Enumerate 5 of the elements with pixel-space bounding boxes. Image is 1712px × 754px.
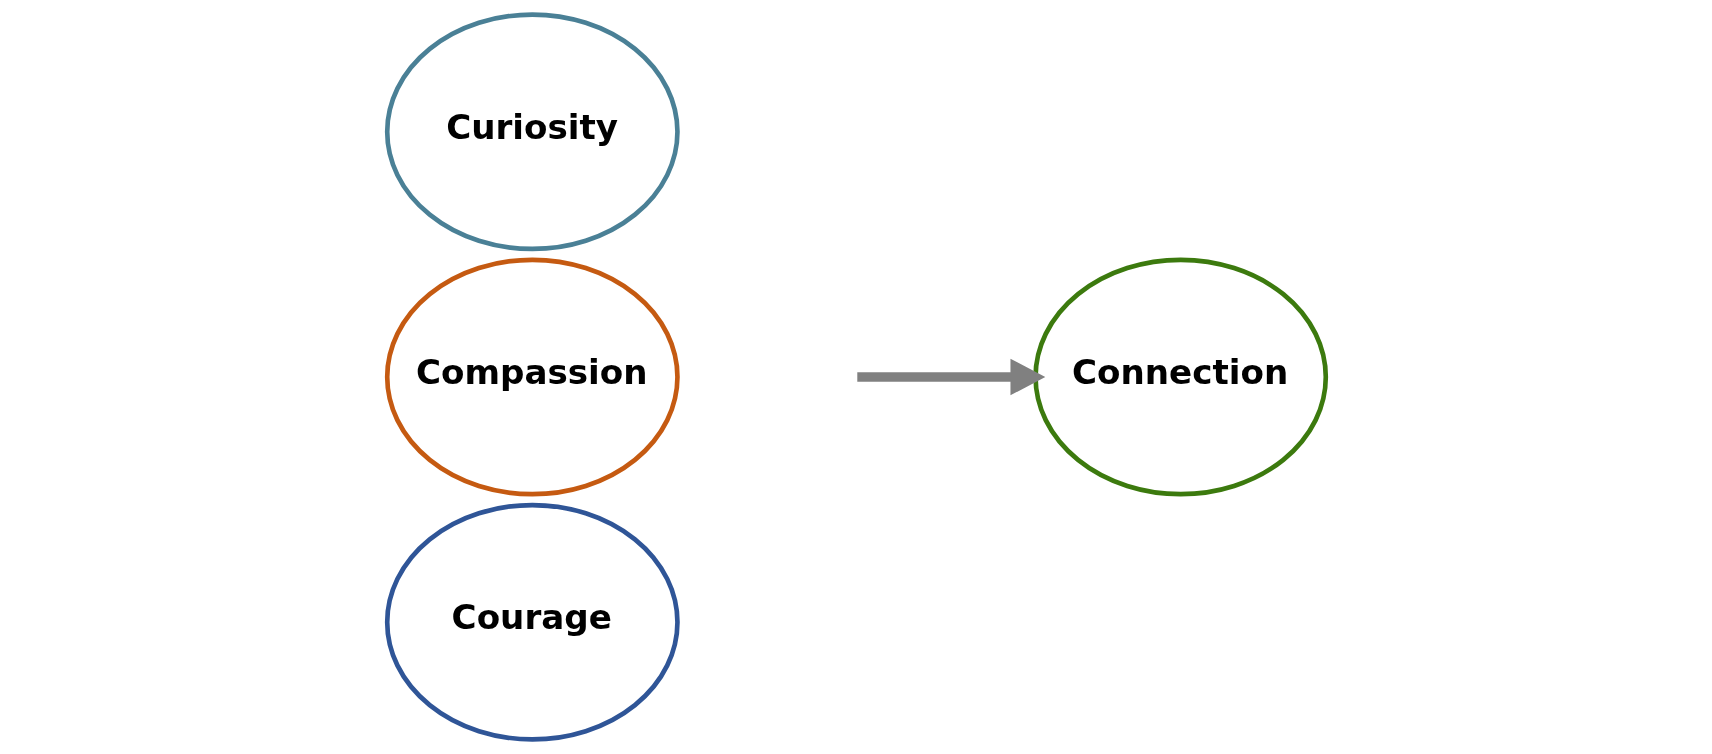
node-ellipse: Curiosity (384, 12, 680, 252)
arrow (856, 358, 1045, 396)
node-ellipse: Courage (384, 502, 680, 742)
node-ellipse: Compassion (384, 257, 680, 497)
node-ellipse: Connection (1032, 257, 1328, 497)
